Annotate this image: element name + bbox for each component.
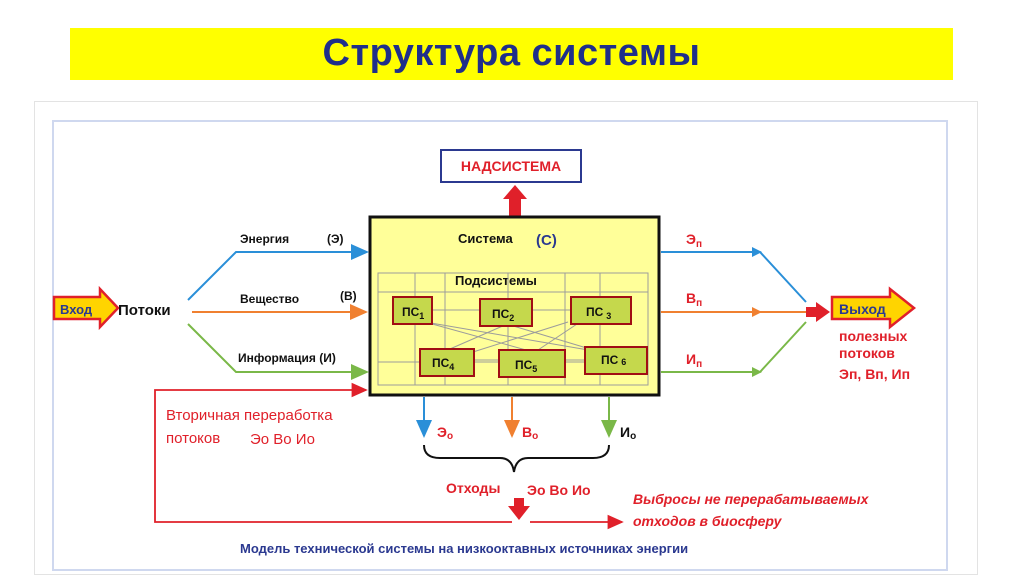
output-desc-line3: Эп, Вп, Ип <box>839 366 910 382</box>
output-energy-flow <box>661 251 807 303</box>
supersystem-arrow-icon <box>503 185 527 199</box>
svg-text:Ио: Ио <box>620 424 636 442</box>
system-code: (С) <box>536 232 557 249</box>
output-energy-base: Э <box>686 231 696 247</box>
svg-text:Ип: Ип <box>686 351 702 370</box>
waste-arrow-shaft <box>514 498 524 508</box>
output-arrow-label: Выход <box>839 301 886 317</box>
output-join-shaft <box>806 307 818 317</box>
input-energy-name: Энергия <box>240 232 289 246</box>
svg-text:ПС5: ПС5 <box>515 358 537 374</box>
svg-text:Во: Во <box>522 424 538 442</box>
input-matter-code: (В) <box>340 289 357 303</box>
input-energy-flow <box>187 244 369 301</box>
recycling-items: Эо Во Ио <box>250 431 315 448</box>
subsystem-1: ПС1 <box>392 296 433 325</box>
input-arrow-icon <box>52 285 120 331</box>
subsystem-2-index: 2 <box>509 313 514 323</box>
waste-arrow-icon <box>508 506 530 520</box>
supersystem-arrow-shaft <box>509 197 521 217</box>
output-energy-index: п <box>696 239 702 250</box>
output-information-arrowhead <box>752 367 762 377</box>
output-information-index: п <box>696 359 702 370</box>
input-energy-code: (Э) <box>327 232 344 246</box>
output-arrow-icon <box>830 286 917 330</box>
output-matter-arrowhead <box>752 307 762 317</box>
page-title: Структура системы <box>322 32 701 74</box>
input-information-flow <box>187 323 369 380</box>
output-matter-index: п <box>696 298 702 309</box>
title-bar: Структура системы <box>70 28 953 80</box>
subsystem-6-base: ПС <box>601 353 619 367</box>
output-desc-line2: потоков <box>839 345 895 361</box>
subsystem-3-base: ПС <box>586 305 604 319</box>
emissions-line2: отходов в биосферу <box>633 513 783 529</box>
emissions-line1: Выбросы не перерабатываемых <box>633 491 870 507</box>
svg-text:ПС3: ПС3 <box>586 305 611 321</box>
subsystem-5: ПС5 <box>498 349 566 378</box>
subsystems-label: Подсистемы <box>455 273 537 288</box>
subsystem-2-base: ПС <box>492 307 510 321</box>
svg-text:ПС1: ПС1 <box>402 305 424 321</box>
recycling-line1: Вторичная переработка <box>166 407 333 424</box>
waste-information-index: о <box>630 431 636 442</box>
output-desc-line1: полезных <box>839 328 908 344</box>
waste-matter-base: В <box>522 424 532 440</box>
subsystem-1-index: 1 <box>419 311 424 321</box>
input-arrow-label: Вход <box>60 302 93 317</box>
waste-matter-index: о <box>532 431 538 442</box>
svg-text:ПС6: ПС6 <box>601 353 626 367</box>
svg-text:ПС4: ПС4 <box>432 356 454 372</box>
input-matter-name: Вещество <box>240 292 299 306</box>
subsystem-5-base: ПС <box>515 358 533 372</box>
output-energy-arrowhead <box>752 247 762 257</box>
subsystem-1-base: ПС <box>402 305 420 319</box>
svg-text:Вп: Вп <box>686 290 702 309</box>
waste-energy-index: о <box>447 431 453 442</box>
waste-items: Эо Во Ио <box>527 482 591 498</box>
waste-information-base: И <box>620 424 630 440</box>
subsystem-4-index: 4 <box>449 362 454 372</box>
output-information-flow <box>661 321 807 373</box>
subsystem-3-index: 3 <box>606 311 611 321</box>
recycling-loop <box>154 382 512 523</box>
subsystem-5-index: 5 <box>532 364 537 374</box>
input-flows-label: Потоки <box>118 302 171 319</box>
svg-text:ПС2: ПС2 <box>492 307 514 323</box>
subsystem-6-index: 6 <box>621 357 626 367</box>
waste-label: Отходы <box>446 480 500 496</box>
subsystem-4: ПС4 <box>419 348 475 377</box>
system-label: Система <box>458 231 513 246</box>
waste-brace <box>423 444 610 473</box>
input-information-name: Информация (И) <box>238 351 336 365</box>
recycling-line2: потоков <box>166 430 220 447</box>
supersystem-box <box>440 149 582 183</box>
svg-text:Эо: Эо <box>437 424 453 442</box>
supersystem-label: НАДСИСТЕМА <box>461 158 561 174</box>
subsystem-2: ПС2 <box>479 298 533 327</box>
diagram-caption: Модель технической системы на низкооктав… <box>240 541 688 556</box>
waste-energy-base: Э <box>437 424 447 440</box>
subsystem-4-base: ПС <box>432 356 450 370</box>
output-matter-base: В <box>686 290 696 306</box>
output-join-arrow-icon <box>816 302 830 322</box>
output-information-base: И <box>686 351 696 367</box>
svg-text:Эп: Эп <box>686 231 702 250</box>
inner-frame <box>52 120 948 571</box>
